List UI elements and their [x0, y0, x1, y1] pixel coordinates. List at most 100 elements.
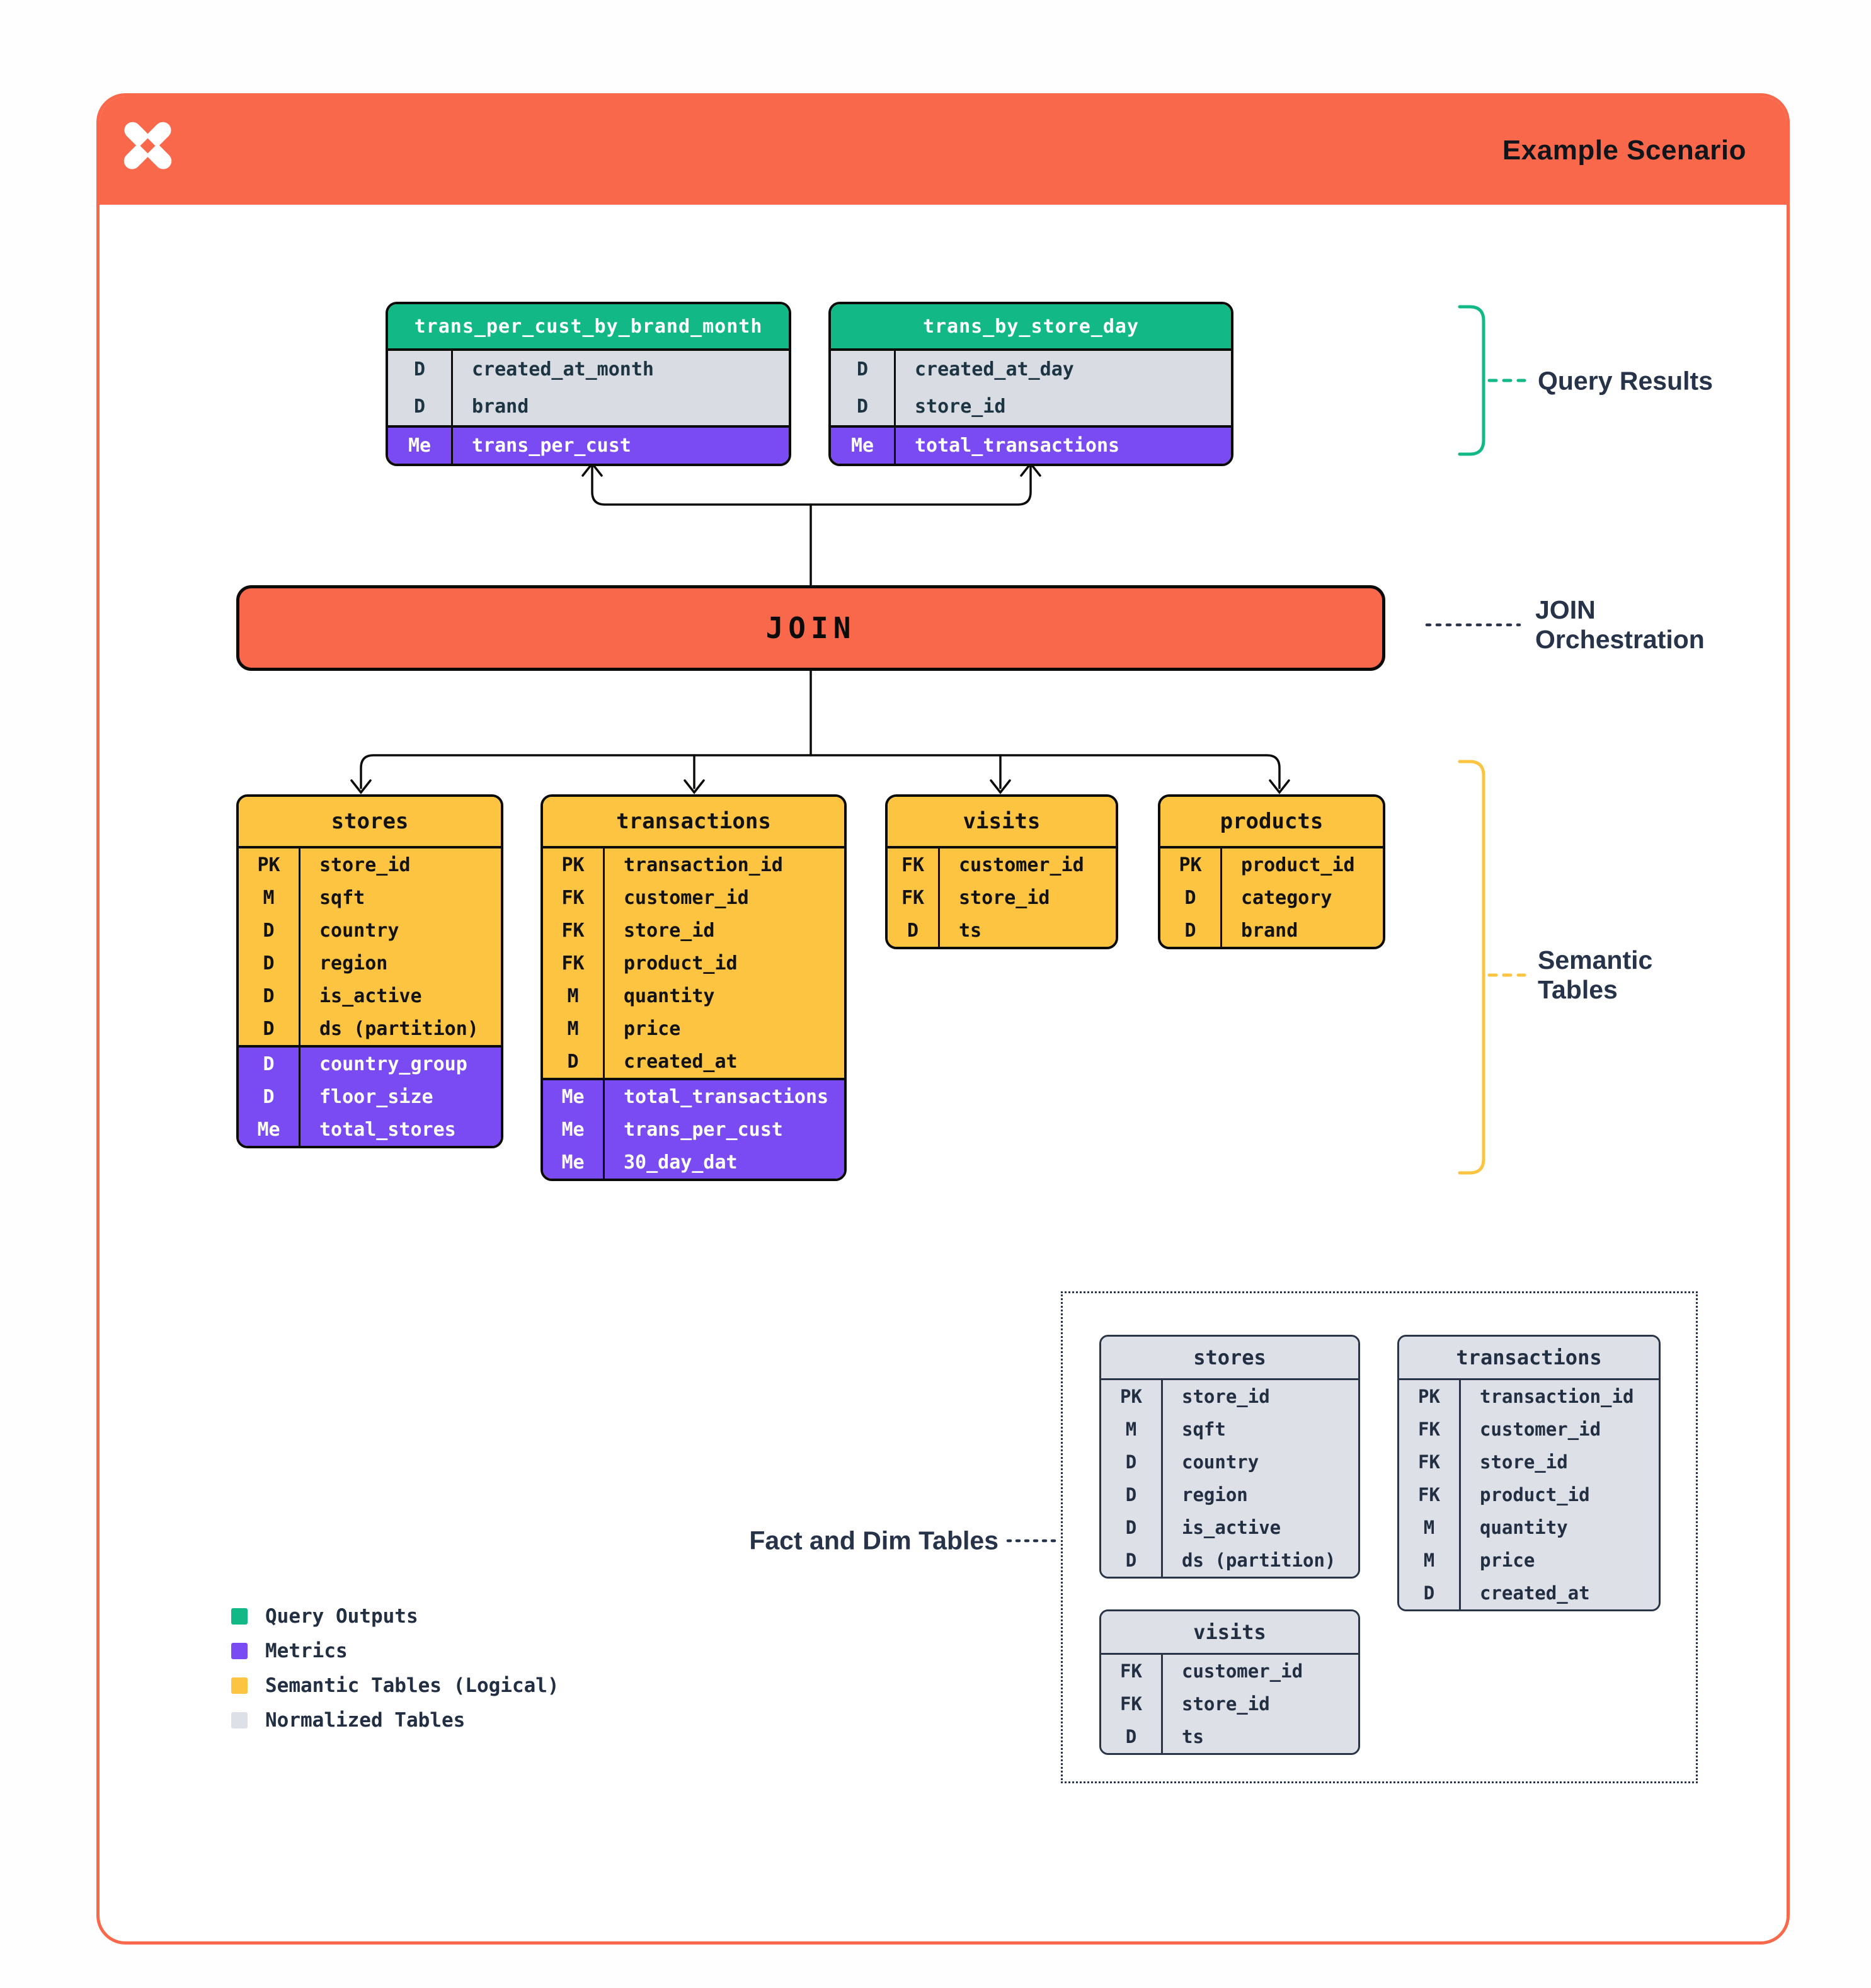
legend-label: Normalized Tables	[265, 1708, 466, 1732]
query-results-label: Query Results	[1538, 367, 1713, 396]
join-to-results-connector	[581, 462, 1041, 586]
column-name: trans_per_cust	[624, 1118, 783, 1141]
join-bar-label: JOIN	[765, 611, 856, 645]
column-kind-badge: FK	[1399, 1413, 1461, 1446]
column-name: ts	[1182, 1726, 1204, 1747]
column-name: transaction_id	[624, 854, 783, 876]
column-kind-badge: D	[1399, 1577, 1461, 1609]
column-name: product_id	[1480, 1484, 1590, 1505]
column-name: country_group	[319, 1053, 467, 1075]
column-kind-badge: PK	[239, 848, 300, 881]
column-name: country	[319, 919, 399, 942]
scenario-card: Example Scenario	[96, 93, 1790, 1945]
legend-label: Semantic Tables (Logical)	[265, 1674, 559, 1697]
column-name: customer_id	[1182, 1660, 1303, 1682]
column-name: customer_id	[624, 886, 749, 909]
legend-item: Metrics	[231, 1633, 559, 1668]
table-title: visits	[1101, 1611, 1358, 1655]
legend-swatch-icon	[231, 1608, 248, 1625]
column-kind-badge: D	[1101, 1544, 1163, 1577]
column-kind-badge: D	[1101, 1720, 1163, 1753]
column-kind-badge: D	[1101, 1511, 1163, 1544]
column-name: store_id	[1182, 1386, 1270, 1407]
column-kind-badge: FK	[1399, 1478, 1461, 1511]
column-kind-badge: FK	[543, 914, 605, 947]
column-name: store_id	[319, 854, 411, 876]
column-name: price	[624, 1017, 681, 1040]
card-header: Example Scenario	[100, 96, 1787, 205]
column-kind-badge: D	[1160, 881, 1222, 914]
column-name: is_active	[319, 985, 422, 1007]
column-name: customer_id	[1480, 1419, 1601, 1440]
column-name: quantity	[624, 985, 715, 1007]
column-name: total_transactions	[624, 1085, 829, 1108]
column-name: price	[1480, 1550, 1535, 1571]
column-kind-badge: FK	[1399, 1446, 1461, 1478]
column-kind-badge: PK	[1160, 848, 1222, 881]
column-name: floor_size	[319, 1085, 433, 1108]
table-row: FK store_id	[543, 914, 844, 947]
column-kind-badge: PK	[543, 848, 605, 881]
column-name: product_id	[1241, 854, 1355, 876]
column-kind-badge: Me	[543, 1080, 605, 1113]
legend-swatch-icon	[231, 1711, 248, 1728]
column-name: brand	[472, 396, 529, 418]
table-row: PK store_id	[239, 848, 501, 881]
column-kind-badge: M	[1399, 1511, 1461, 1544]
legend-label: Metrics	[265, 1639, 348, 1662]
column-kind-badge: D	[1101, 1478, 1163, 1511]
table-title: trans_by_store_day	[831, 304, 1231, 351]
column-kind-badge: D	[239, 947, 300, 980]
legend-item: Semantic Tables (Logical)	[231, 1668, 559, 1703]
column-name: created_at	[1480, 1582, 1590, 1604]
join-to-semantic-connector	[350, 670, 1290, 794]
column-kind-badge: M	[1399, 1544, 1461, 1577]
column-kind-badge: FK	[543, 881, 605, 914]
column-name: store_id	[624, 919, 715, 942]
column-name: is_active	[1182, 1517, 1281, 1538]
table-row: Me total_transactions	[543, 1078, 844, 1113]
table-row: FK customer_id	[543, 881, 844, 914]
column-name: region	[1182, 1484, 1248, 1505]
column-name: customer_id	[959, 854, 1084, 876]
column-kind-badge: D	[1160, 914, 1222, 947]
column-kind-badge: Me	[543, 1146, 605, 1179]
column-name: sqft	[319, 886, 365, 909]
column-kind-badge: PK	[1399, 1380, 1461, 1413]
join-orchestration-label: JOIN Orchestration	[1535, 595, 1705, 654]
four-point-star-x-logo-icon	[123, 122, 172, 170]
column-kind-badge: M	[239, 881, 300, 914]
column-kind-badge: D	[888, 914, 940, 947]
join-orchestration-label-line2: Orchestration	[1535, 625, 1705, 654]
column-kind-badge: PK	[1101, 1380, 1163, 1413]
column-kind-badge: D	[831, 388, 896, 425]
column-name: ds (partition)	[319, 1017, 479, 1040]
